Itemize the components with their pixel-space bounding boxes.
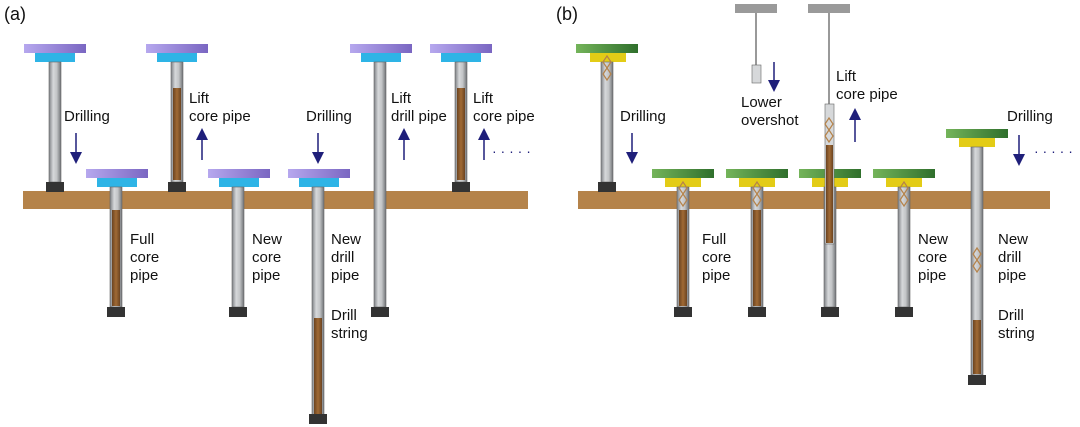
- rig-b5: [873, 169, 935, 317]
- rig-b4: [799, 103, 861, 317]
- panel-label-b: (b): [556, 4, 578, 24]
- rig-a6: [350, 44, 412, 317]
- rig-a3: [86, 169, 148, 317]
- label-a-drilling-1: Drilling: [64, 108, 110, 125]
- rig-a7: [430, 44, 492, 192]
- rig-b3: [726, 169, 788, 317]
- ground-b: [578, 191, 1050, 209]
- rig-a1: [24, 44, 86, 192]
- label-a-drilling-2: Drilling: [306, 108, 352, 125]
- rig-a4: [208, 169, 270, 317]
- ellipsis-a: · · · · ·: [492, 143, 531, 159]
- rig-b2: [652, 169, 714, 317]
- hoist-right: [808, 4, 850, 104]
- panel-label-a: (a): [4, 4, 26, 24]
- ellipsis-b: · · · · ·: [1034, 143, 1073, 159]
- rig-a2: [146, 44, 208, 192]
- ground-a: [23, 191, 528, 209]
- rig-b6: [946, 129, 1008, 385]
- label-b-drilling-1: Drilling: [620, 108, 666, 125]
- hoist-left: [735, 4, 777, 84]
- label-b-drilling-2: Drilling: [1007, 108, 1053, 125]
- rig-b1: [576, 44, 638, 192]
- rig-a5: [288, 169, 350, 424]
